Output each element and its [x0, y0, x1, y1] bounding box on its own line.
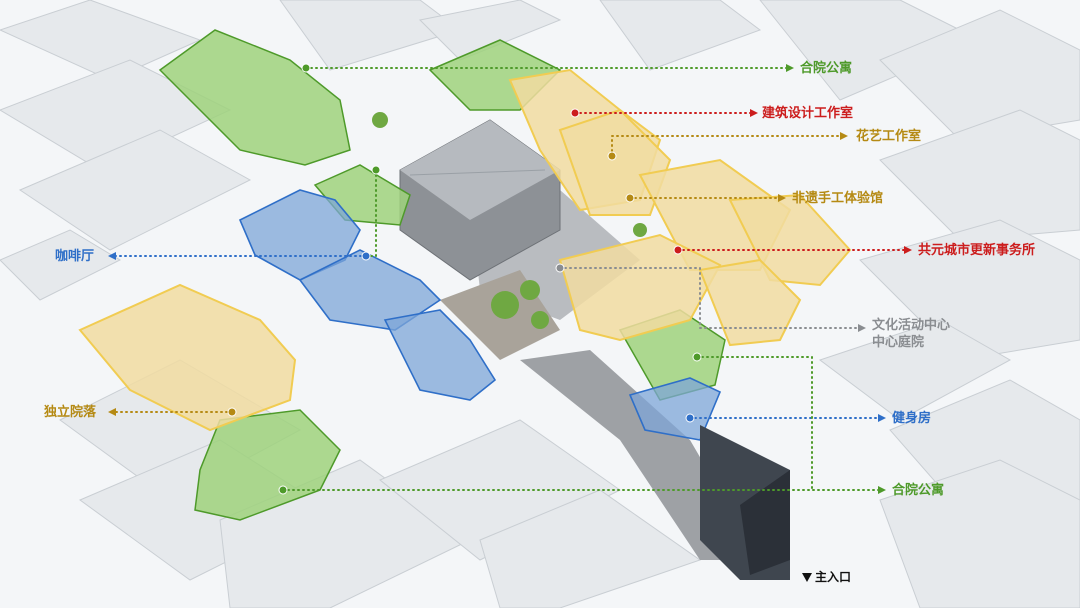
label-apartment-bottom: 合院公寓	[892, 483, 945, 498]
trees	[372, 112, 647, 329]
arrowheads	[108, 64, 912, 494]
entrance-arrow-icon	[802, 573, 812, 582]
label-gym: 健身房	[892, 411, 932, 426]
apartment-buildings	[158, 29, 726, 521]
central-hall	[399, 119, 561, 281]
label-courtyard: 独立院落	[44, 405, 97, 420]
label-central-courtyard: 中心庭院	[872, 335, 925, 350]
label-flower-studio: 花艺工作室	[856, 129, 922, 144]
label-cultural-center: 文化活动中心	[872, 318, 951, 333]
label-renewal-office: 共元城市更新事务所	[918, 243, 1036, 258]
label-heritage-hall: 非遗手工体验馆	[792, 191, 884, 206]
main-entrance-text: 主入口	[815, 570, 852, 584]
cafe-gym-buildings	[238, 189, 722, 441]
main-entrance-label: 主入口	[802, 568, 851, 585]
marker-dots	[227, 63, 702, 495]
label-cafe: 咖啡厅	[55, 249, 95, 264]
entrance-block	[700, 425, 790, 580]
leader-lines	[114, 67, 906, 491]
label-architecture-studio: 建筑设计工作室	[762, 106, 854, 121]
studio-buildings	[78, 68, 852, 432]
label-apartment-top: 合院公寓	[800, 61, 853, 76]
